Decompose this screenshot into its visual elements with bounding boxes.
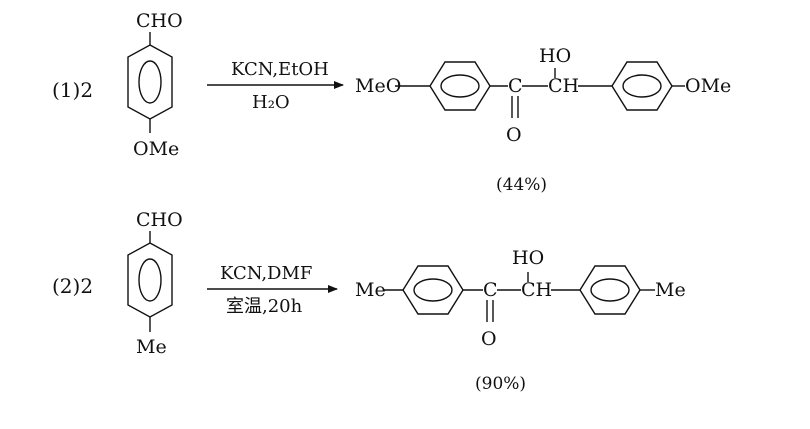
reaction-1-label: (1)2: [52, 78, 93, 102]
product-2-me-group-right: Me: [655, 279, 686, 301]
product-2-left-ring: [402, 265, 464, 315]
reactant-2-cho-group: CHO: [136, 209, 183, 231]
product-1-carbonyl-oxygen: O: [506, 124, 522, 146]
reaction-1-yield: (44%): [496, 175, 547, 195]
product-1-carbonyl-carbon: C: [508, 75, 523, 97]
product-1-meo-group: MeO: [355, 75, 401, 97]
product-1-right-ring: [611, 61, 673, 111]
reaction-1-reagent-below: H₂O: [252, 92, 290, 113]
product-2-ch-group: CH: [521, 279, 552, 301]
reactant-1-cho-group: CHO: [136, 10, 183, 32]
product-2-hydroxyl-group: HO: [512, 247, 544, 269]
reactant-2-benzene-ring: [127, 242, 173, 318]
product-1-left-ring: [429, 61, 491, 111]
reaction-2-product: Me C O CH HO Me: [355, 247, 686, 350]
product-1-hydroxyl-group: HO: [539, 45, 571, 67]
product-1-ch-group: CH: [548, 75, 579, 97]
reaction-1-reagent-above: KCN,EtOH: [231, 59, 329, 80]
reaction-2-reagent-above: KCN,DMF: [220, 263, 312, 284]
product-2-right-ring: [579, 265, 641, 315]
reaction-2-reactant: CHO Me: [127, 209, 183, 358]
reactant-1-ome-group: OMe: [133, 138, 179, 160]
reaction-2-yield: (90%): [475, 374, 526, 394]
reaction-1-reactant: CHO OMe: [127, 10, 183, 160]
reaction-2-label: (2)2: [52, 274, 93, 298]
reaction-1: (1)2 CHO OMe KCN,EtOH H₂O MeO C: [52, 10, 731, 195]
product-2-carbonyl-oxygen: O: [481, 328, 497, 350]
product-1-ome-group: OMe: [685, 75, 731, 97]
reactant-1-benzene-ring: [127, 44, 173, 120]
product-2-carbonyl-carbon: C: [483, 279, 498, 301]
reaction-2-reagent-below: 室温,20h: [226, 296, 303, 317]
reactant-2-me-group: Me: [136, 336, 167, 358]
reaction-1-product: MeO C O CH HO OMe: [355, 45, 731, 146]
reaction-2: (2)2 CHO Me KCN,DMF 室温,20h Me C: [52, 209, 686, 394]
product-2-me-group-left: Me: [355, 279, 386, 301]
